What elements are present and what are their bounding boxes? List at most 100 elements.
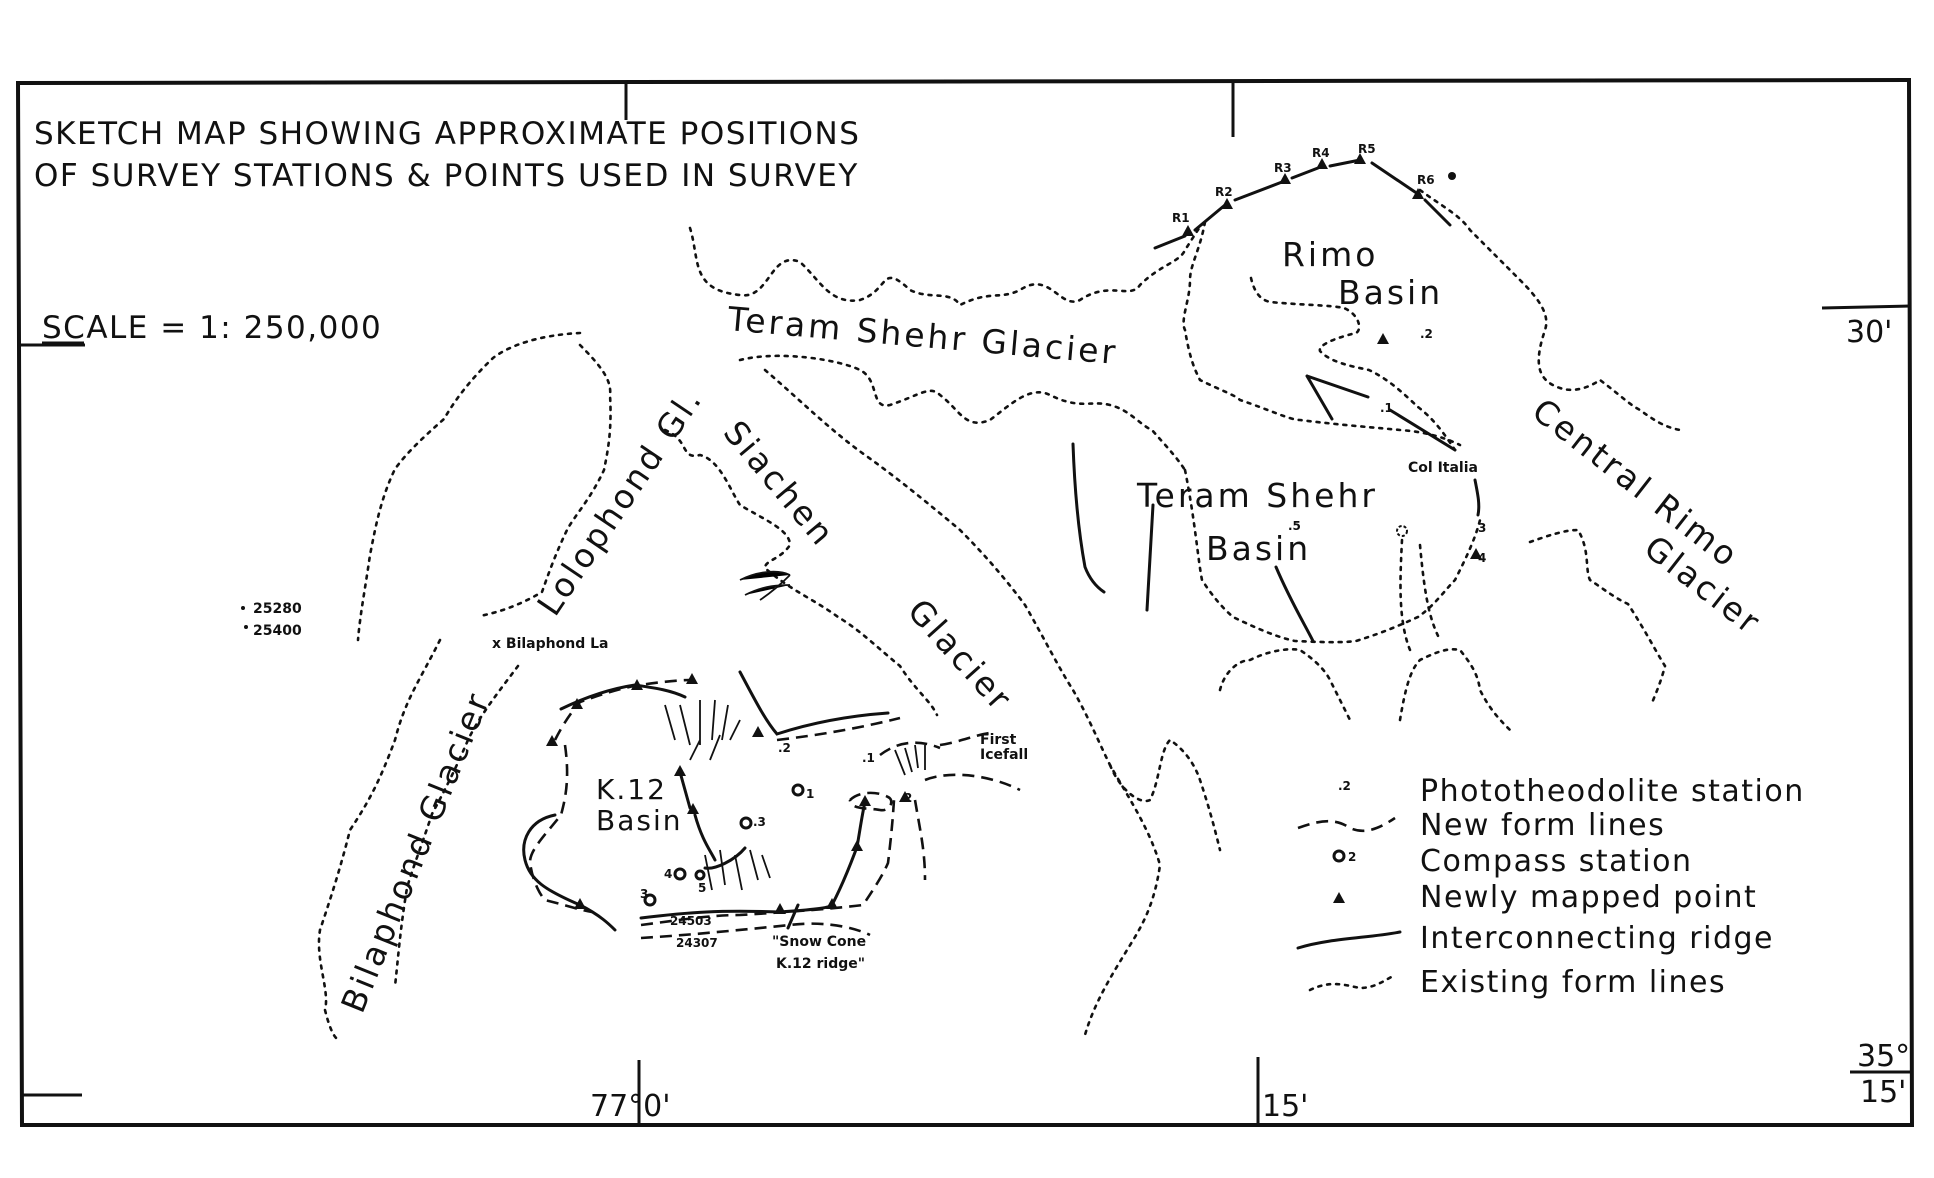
new-form-lines bbox=[528, 678, 1021, 940]
teram-glacier-north-bank bbox=[688, 220, 1207, 307]
label-bilaphond-la: x Bilaphond La bbox=[492, 636, 608, 652]
legend-ridge-label: Interconnecting ridge bbox=[1420, 921, 1774, 956]
lolophond-east-bank bbox=[478, 343, 612, 618]
compass-station-4: 4 bbox=[664, 867, 672, 881]
compass-station-icon bbox=[673, 867, 687, 881]
label-first: First bbox=[980, 732, 1017, 748]
newly-mapped-point-triangle-icon bbox=[859, 795, 871, 806]
legend-compass-icon bbox=[1332, 849, 1346, 863]
legend-newly-mapped-label: Newly mapped point bbox=[1420, 880, 1757, 915]
rimo-ridge bbox=[1153, 158, 1452, 250]
newly-mapped-point-triangle-icon bbox=[899, 791, 911, 802]
label-rimo: Rimo bbox=[1282, 235, 1378, 274]
compass-station-icon bbox=[694, 869, 706, 881]
teram-basin-ridge-east bbox=[1274, 565, 1315, 643]
siachen-ridge-north bbox=[776, 716, 901, 742]
label-siachen-glacier: Glacier bbox=[900, 591, 1021, 719]
icefall-hachures bbox=[664, 570, 926, 891]
compass-stations bbox=[643, 525, 1408, 907]
newly-mapped-point-triangle-icon bbox=[1412, 188, 1424, 199]
legend-existing-form-label: Existing form lines bbox=[1420, 965, 1726, 1000]
legend-new-form-label: New form lines bbox=[1420, 808, 1665, 843]
station-r5: R5 bbox=[1358, 142, 1376, 156]
newly-mapped-point-triangle-icon bbox=[674, 765, 686, 776]
photo-station-icefall-2: 2 bbox=[904, 791, 912, 805]
label-bilaphond-glacier: Bilaphond Glacier bbox=[333, 686, 498, 1018]
legend-compass-label: Compass station bbox=[1420, 844, 1693, 879]
compass-station-icon bbox=[1396, 525, 1408, 537]
photo-station-k12-2: .2 bbox=[778, 741, 791, 755]
legend-triangle-icon bbox=[1333, 892, 1345, 903]
newly-mapped-point-triangle-icon bbox=[687, 803, 699, 814]
legend-compass-symbol: 2 bbox=[1348, 850, 1356, 864]
teram-basin-south bbox=[1183, 468, 1482, 644]
newly-mapped-point-triangle-icon bbox=[1470, 548, 1482, 559]
lon-15-label: 15' bbox=[1262, 1089, 1308, 1124]
rimo-basin-inner bbox=[1249, 276, 1457, 452]
k12-basin-north bbox=[553, 678, 691, 741]
rimo-basin-east bbox=[1418, 188, 1682, 432]
legend-new-form-line bbox=[1297, 816, 1396, 833]
label-icefall: Icefall bbox=[980, 747, 1028, 763]
k12-summit-loop bbox=[848, 791, 893, 812]
station-r6: R6 bbox=[1417, 173, 1435, 187]
label-snow-cone: "Snow Cone bbox=[772, 934, 866, 950]
spot-height-25400: 25400 bbox=[253, 623, 302, 639]
spot-height-dot bbox=[244, 625, 248, 629]
label-teram-shehr: Teram Shehr bbox=[1136, 476, 1378, 515]
label-rimo-basin: Basin bbox=[1338, 273, 1443, 312]
hachure-k12-north bbox=[664, 699, 741, 761]
newly-mapped-points bbox=[546, 153, 1482, 914]
compass-station-icon bbox=[791, 783, 805, 797]
col-italia-ridge bbox=[1473, 478, 1481, 517]
legend-photo-symbol: .2 bbox=[1338, 779, 1351, 793]
r6-marker bbox=[1448, 172, 1456, 180]
newly-mapped-point-triangle-icon bbox=[1221, 198, 1233, 209]
legend-ridge-line bbox=[1296, 930, 1402, 950]
lolophond-west-bank bbox=[356, 331, 582, 642]
k12-central-ridge bbox=[678, 770, 717, 862]
label-k12: K.12 bbox=[596, 773, 667, 806]
hachure-siachen-west bbox=[739, 570, 791, 601]
legend-photo-label: Phototheodolite station bbox=[1420, 774, 1805, 809]
label-central-rimo: Central Rimo bbox=[1525, 391, 1747, 576]
newly-mapped-point-triangle-icon bbox=[574, 898, 586, 909]
rimo-basin-ridge bbox=[1305, 374, 1457, 452]
newly-mapped-point-triangle-icon bbox=[1316, 158, 1328, 169]
map-scale: SCALE = 1: 250,000 bbox=[42, 310, 382, 346]
teram-basin-ridge-west bbox=[1071, 442, 1106, 594]
central-rimo-lower-bank bbox=[1528, 528, 1667, 705]
spot-height-25280: 25280 bbox=[253, 601, 302, 617]
tick-right-30 bbox=[1821, 304, 1911, 310]
snow-cone-pointer bbox=[786, 903, 800, 930]
newly-mapped-point-triangle-icon bbox=[1182, 225, 1194, 236]
compass-station-3b: 3 bbox=[640, 887, 648, 901]
label-k12-basin: Basin bbox=[596, 804, 682, 837]
siachen-lower-blobs bbox=[1108, 738, 1222, 852]
map-legend: .2 Phototheodolite station New form line… bbox=[1296, 774, 1805, 1000]
compass-station-icon bbox=[643, 893, 657, 907]
compass-station-3: .3 bbox=[753, 815, 766, 829]
k12-north-ridge bbox=[738, 670, 890, 736]
compass-station-1: 1 bbox=[806, 787, 814, 801]
spot-height-24503: 24503 bbox=[670, 914, 712, 928]
teram-basin-lobes bbox=[1218, 538, 1512, 732]
newly-mapped-point-triangle-icon bbox=[571, 698, 583, 709]
compass-station-5: 5 bbox=[698, 881, 706, 895]
compass-station-icon bbox=[739, 816, 753, 830]
station-r1: R1 bbox=[1172, 211, 1190, 225]
map-frame bbox=[15, 77, 1915, 1127]
photo-station-3: 3 bbox=[1478, 521, 1486, 535]
photo-station-rimo-1: .1 bbox=[1380, 401, 1393, 415]
rimo-basin-west bbox=[1182, 220, 1462, 447]
label-k12-ridge: K.12 ridge" bbox=[776, 956, 865, 972]
photo-station-icefall-1: .1 bbox=[862, 751, 875, 765]
photo-station-rimo-2: .2 bbox=[1420, 327, 1433, 341]
newly-mapped-point-triangle-icon bbox=[1354, 153, 1366, 164]
photo-station-4: 4 bbox=[1478, 551, 1486, 565]
map-title-line1: SKETCH MAP SHOWING APPROXIMATE POSITIONS bbox=[34, 116, 860, 152]
hachure-first-icefall bbox=[894, 744, 926, 776]
bilaphond-west-bank bbox=[317, 638, 442, 1042]
lon-77-label: 77°0' bbox=[590, 1089, 671, 1124]
label-teram-shehr-glacier: Teram Shehr Glacier bbox=[725, 299, 1119, 372]
